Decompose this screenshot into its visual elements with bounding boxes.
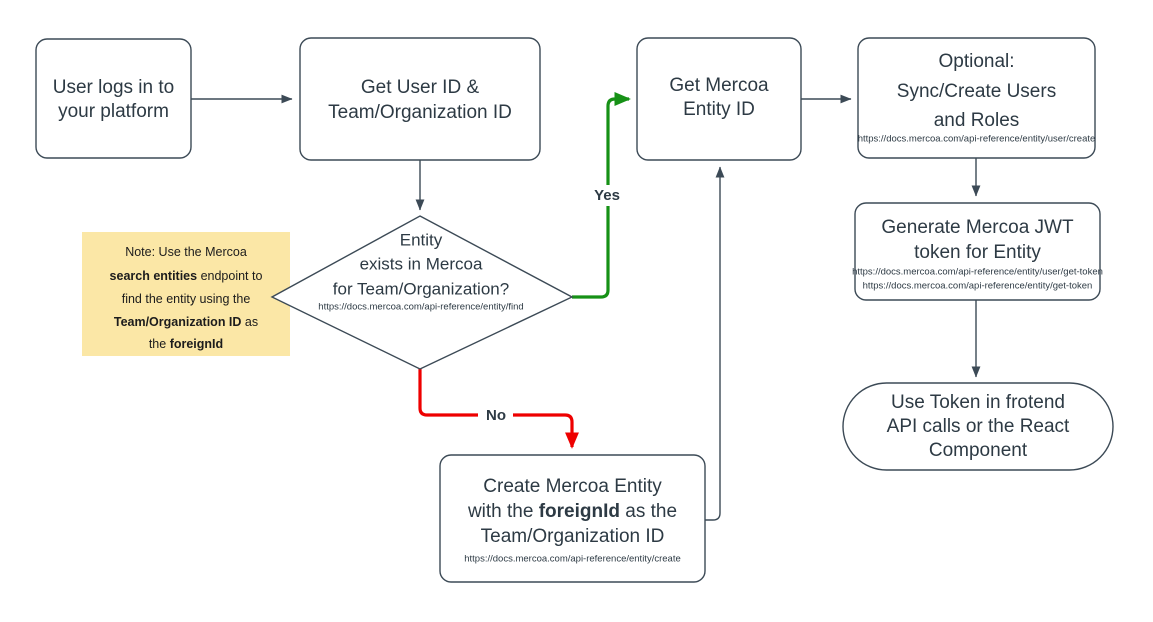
node-optional-sync-users-line-3: and Roles	[934, 110, 1020, 131]
node-user-login-line-1: User logs in to	[53, 77, 174, 98]
edge-label-yes: Yes	[594, 187, 620, 204]
note-line-4: Team/Organization ID as	[114, 315, 258, 329]
node-get-mercoa-entity-id[interactable]: Get Mercoa Entity ID	[636, 37, 802, 161]
node-entity-exists-line-2: exists in Mercoa	[360, 254, 483, 273]
node-create-entity-shape[interactable]	[439, 454, 706, 583]
edge-label-no: No	[486, 407, 506, 424]
node-create-entity-line-3: Team/Organization ID	[481, 526, 665, 547]
edge-create-entity-to-get-mercoa-entity-id	[705, 166, 725, 521]
edge-label-yes-backdrop	[588, 185, 628, 206]
node-optional-sync-users[interactable]: Optional: Sync/Create Users and Roles ht…	[857, 37, 1096, 159]
node-entity-exists-url[interactable]: https://docs.mercoa.com/api-reference/en…	[318, 302, 523, 313]
node-user-login-line-2: your platform	[58, 101, 169, 122]
note-line-5: the foreignId	[149, 337, 223, 351]
node-create-entity-url[interactable]: https://docs.mercoa.com/api-reference/en…	[464, 554, 681, 565]
node-use-token[interactable]: Use Token in frotend API calls or the Re…	[842, 382, 1114, 471]
node-get-user-id-line-2: Team/Organization ID	[328, 102, 512, 123]
node-get-mercoa-entity-id-line-1: Get Mercoa	[669, 75, 769, 96]
node-create-entity-line-1: Create Mercoa Entity	[483, 476, 662, 497]
node-optional-sync-users-shape[interactable]	[857, 37, 1096, 159]
node-entity-exists-line-3: for Team/Organization?	[333, 279, 509, 298]
note-line-3: find the entity using the	[122, 292, 251, 306]
node-use-token-line-3: Component	[929, 440, 1028, 461]
node-generate-jwt[interactable]: Generate Mercoa JWT token for Entity htt…	[852, 202, 1103, 301]
node-get-user-id[interactable]: Get User ID & Team/Organization ID	[299, 37, 541, 161]
node-create-entity[interactable]: Create Mercoa Entity with the foreignId …	[439, 454, 706, 583]
node-use-token-shape[interactable]	[842, 382, 1114, 471]
node-optional-sync-users-line-1: Optional:	[938, 51, 1014, 72]
node-user-login[interactable]: User logs in to your platform	[35, 38, 192, 159]
note-callout: Note: Use the Mercoa search entities end…	[82, 232, 290, 356]
note-line-1: Note: Use the Mercoa	[125, 245, 247, 259]
node-entity-exists-line-1: Entity	[400, 230, 443, 249]
node-get-mercoa-entity-id-shape[interactable]	[636, 37, 802, 161]
node-generate-jwt-line-1: Generate Mercoa JWT	[881, 217, 1074, 238]
node-generate-jwt-url-1[interactable]: https://docs.mercoa.com/api-reference/en…	[852, 267, 1103, 278]
edge-label-layer: Yes No	[478, 185, 628, 426]
node-optional-sync-users-url[interactable]: https://docs.mercoa.com/api-reference/en…	[858, 134, 1096, 145]
node-entity-exists-decision[interactable]: Entity exists in Mercoa for Team/Organiz…	[270, 215, 574, 370]
node-get-user-id-shape[interactable]	[299, 37, 541, 161]
node-use-token-line-2: API calls or the React	[887, 416, 1070, 437]
node-optional-sync-users-line-2: Sync/Create Users	[897, 81, 1056, 102]
node-get-mercoa-entity-id-line-2: Entity ID	[683, 99, 755, 120]
node-user-login-shape[interactable]	[35, 38, 192, 159]
note-background	[82, 232, 290, 356]
node-use-token-line-1: Use Token in frotend	[891, 392, 1065, 413]
node-generate-jwt-line-2: token for Entity	[914, 242, 1041, 263]
node-generate-jwt-shape[interactable]	[854, 202, 1101, 301]
node-get-user-id-line-1: Get User ID &	[361, 77, 480, 98]
node-create-entity-line-2: with the foreignId as the	[467, 501, 677, 522]
edge-label-no-backdrop	[478, 405, 513, 426]
node-generate-jwt-url-2[interactable]: https://docs.mercoa.com/api-reference/en…	[863, 281, 1093, 292]
note-line-2: search entities endpoint to	[110, 269, 263, 283]
node-entity-exists-shape[interactable]	[270, 215, 574, 370]
